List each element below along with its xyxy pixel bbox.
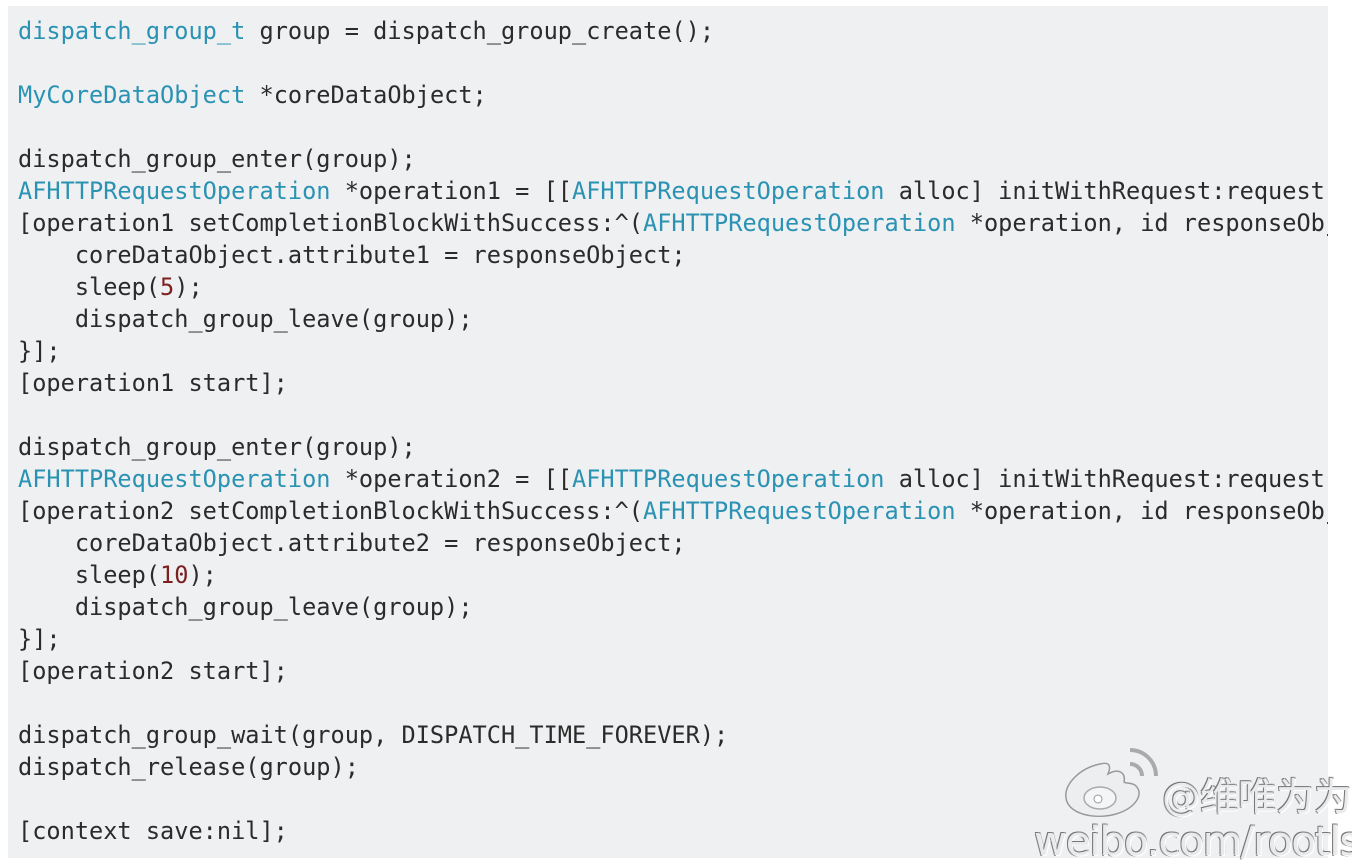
code-number-token: 10: [160, 561, 189, 589]
code-line: coreDataObject.attribute2 = responseObje…: [18, 527, 686, 559]
code-token: group = dispatch_group_create();: [245, 17, 715, 45]
code-line: [operation1 setCompletionBlockWithSucces…: [18, 207, 1328, 239]
code-line: [18, 111, 19, 143]
code-block: dispatch_group_t group = dispatch_group_…: [8, 6, 1328, 858]
code-token: [context save:nil];: [18, 817, 288, 845]
code-token: dispatch_group_leave(group);: [18, 593, 473, 621]
code-token: *operation, id responseObject: [969, 497, 1328, 525]
code-type-token: MyCoreDataObject: [18, 81, 246, 109]
code-type-token: AFHTTPRequestOperation: [572, 465, 885, 493]
code-token: dispatch_release(group);: [18, 753, 359, 781]
code-token: coreDataObject.attribute1 = responseObje…: [18, 241, 686, 269]
code-token: dispatch_group_leave(group);: [18, 305, 473, 333]
code-token: }];: [18, 625, 61, 653]
code-line: [18, 687, 19, 719]
code-type-token: AFHTTPRequestOperation: [18, 177, 331, 205]
code-line: MyCoreDataObject *coreDataObject;: [18, 79, 487, 111]
code-token: );: [174, 273, 203, 301]
code-token: alloc] initWithRequest:request: [884, 177, 1325, 205]
code-line: dispatch_release(group);: [18, 751, 359, 783]
code-line: coreDataObject.attribute1 = responseObje…: [18, 239, 686, 271]
code-line: dispatch_group_enter(group);: [18, 431, 416, 463]
code-token: dispatch_group_enter(group);: [18, 433, 416, 461]
code-line: [18, 47, 19, 79]
code-line: dispatch_group_leave(group);: [18, 591, 473, 623]
code-type-token: AFHTTPRequestOperation: [572, 177, 885, 205]
code-token: [operation2 start];: [18, 657, 288, 685]
code-token: *operation1 = [[: [330, 177, 572, 205]
watermark-handle: @维唯为为: [1162, 775, 1352, 819]
code-token: coreDataObject.attribute2 = responseObje…: [18, 529, 686, 557]
code-line: sleep(5);: [18, 271, 203, 303]
code-token: );: [188, 561, 217, 589]
code-line: }];: [18, 335, 61, 367]
code-token: *coreDataObject;: [245, 81, 487, 109]
code-line: [18, 783, 19, 815]
code-token: dispatch_group_enter(group);: [18, 145, 416, 173]
code-listing: dispatch_group_t group = dispatch_group_…: [18, 15, 1328, 847]
code-number-token: 5: [160, 273, 175, 301]
weibo-logo-icon: [1065, 748, 1158, 817]
code-token: sleep(: [18, 273, 161, 301]
code-type-token: AFHTTPRequestOperation: [18, 465, 331, 493]
code-line: }];: [18, 623, 61, 655]
code-line: [18, 399, 19, 431]
code-token: }];: [18, 337, 61, 365]
code-line: dispatch_group_enter(group);: [18, 143, 416, 175]
code-line: dispatch_group_wait(group, DISPATCH_TIME…: [18, 719, 728, 751]
code-token: alloc] initWithRequest:request: [884, 465, 1325, 493]
code-token: *operation, id responseObject: [969, 209, 1328, 237]
code-token: [operation2 setCompletionBlockWithSucces…: [18, 497, 644, 525]
code-line: AFHTTPRequestOperation *operation2 = [[A…: [18, 463, 1325, 495]
code-line: AFHTTPRequestOperation *operation1 = [[A…: [18, 175, 1325, 207]
code-line: [operation2 setCompletionBlockWithSucces…: [18, 495, 1328, 527]
code-line: sleep(10);: [18, 559, 217, 591]
code-line: [operation1 start];: [18, 367, 288, 399]
code-type-token: AFHTTPRequestOperation: [643, 497, 956, 525]
code-token: [operation1 start];: [18, 369, 288, 397]
code-line: dispatch_group_leave(group);: [18, 303, 473, 335]
code-line: [context save:nil];: [18, 815, 288, 847]
code-line: [operation2 start];: [18, 655, 288, 687]
code-line: dispatch_group_t group = dispatch_group_…: [18, 15, 714, 47]
watermark-url: weibo.com/rootls: [1034, 819, 1352, 865]
code-token: sleep(: [18, 561, 161, 589]
code-type-token: dispatch_group_t: [18, 17, 246, 45]
code-token: *operation2 = [[: [330, 465, 572, 493]
code-token: [operation1 setCompletionBlockWithSucces…: [18, 209, 644, 237]
code-token: dispatch_group_wait(group, DISPATCH_TIME…: [18, 721, 729, 749]
code-type-token: AFHTTPRequestOperation: [643, 209, 956, 237]
